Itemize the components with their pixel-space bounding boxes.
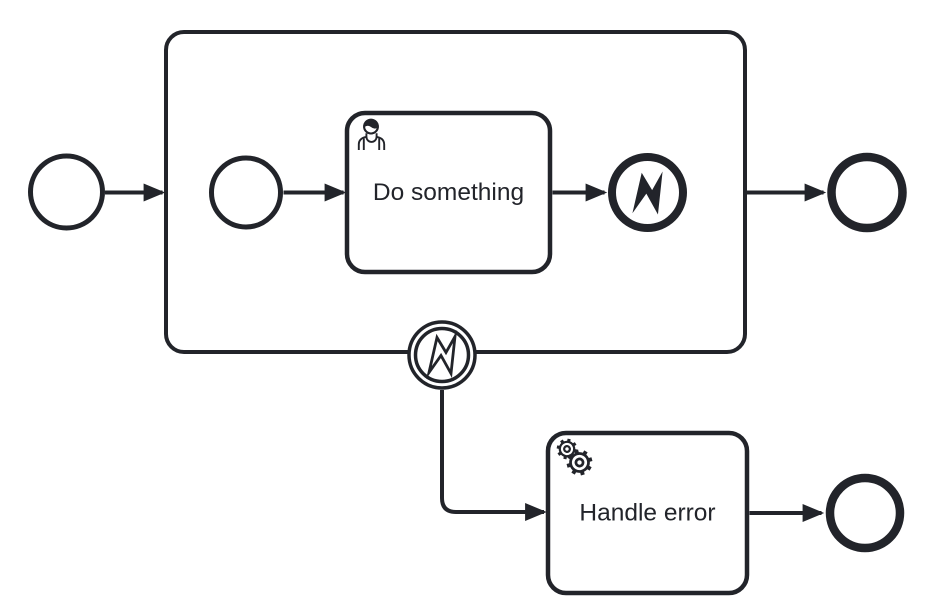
end-event-shape[interactable] <box>827 152 907 233</box>
service-task-rect[interactable] <box>545 430 750 596</box>
sequence-flow-boundary-to-error-task[interactable] <box>440 390 547 521</box>
service-task-shape[interactable]: Handle error <box>545 430 750 596</box>
error-path-end-event-shape[interactable] <box>825 473 905 553</box>
service-task-label: Handle error <box>579 500 715 527</box>
error-boundary-event-shape[interactable] <box>407 320 477 390</box>
start-event-shape[interactable] <box>28 153 105 231</box>
user-task-rect[interactable] <box>344 110 553 275</box>
user-task-label: Do something <box>373 179 524 206</box>
subprocess-start-event-shape[interactable] <box>209 155 283 230</box>
error-end-event-shape[interactable] <box>608 153 687 232</box>
user-task-shape[interactable]: Do something <box>344 110 553 275</box>
boundary-event-inner-circle <box>413 326 471 384</box>
user-icon <box>357 118 386 150</box>
